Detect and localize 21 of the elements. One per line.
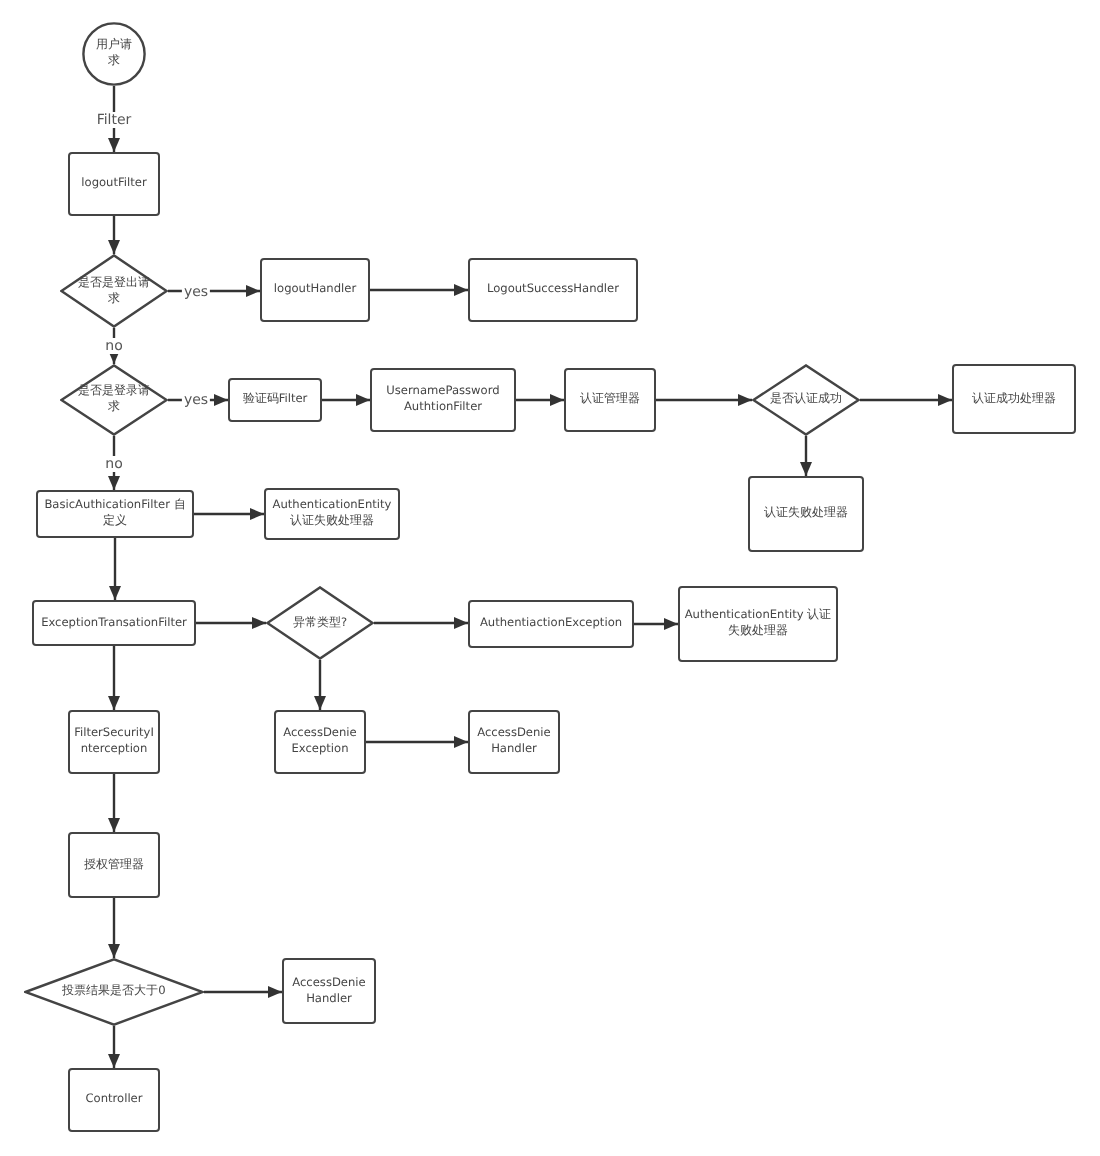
arrow — [196, 617, 266, 629]
arrow — [370, 284, 468, 296]
arrow — [374, 617, 468, 629]
arrow — [109, 538, 121, 600]
arrow — [634, 618, 678, 630]
arrow — [516, 394, 564, 406]
arrow — [860, 394, 952, 406]
arrow — [108, 436, 120, 490]
arrow — [108, 774, 120, 832]
arrow — [194, 508, 264, 520]
arrow — [204, 986, 282, 998]
arrow — [108, 898, 120, 958]
arrow — [108, 328, 120, 364]
arrow — [322, 394, 370, 406]
arrow — [314, 660, 326, 710]
arrow — [800, 436, 812, 476]
arrow — [108, 216, 120, 254]
arrow — [656, 394, 752, 406]
arrow — [366, 736, 468, 748]
arrow — [108, 1026, 120, 1068]
arrow — [108, 646, 120, 710]
